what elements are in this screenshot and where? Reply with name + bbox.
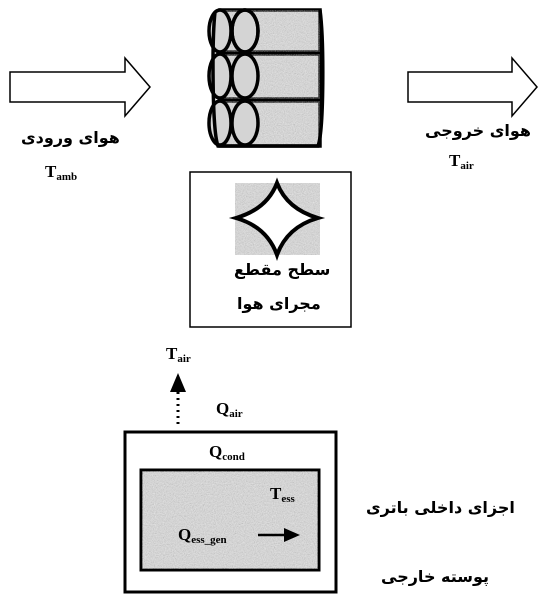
duct-section-subtitle: مجرای هوا [237,294,321,313]
outlet-label: هوای خروجی [425,121,531,140]
q-gen-label: Qess_gen [178,525,227,546]
q-cond-label: Qcond [209,442,245,463]
cell-stack [207,8,325,148]
t-ess-label: Tess [270,484,295,505]
t-air-arrowhead [170,373,186,392]
inlet-temp-label: Tamb [45,162,78,183]
outlet-temp-label: Tair [449,151,474,172]
duct-section-shape [228,177,326,261]
q-gen-arrowhead [284,528,300,542]
duct-section-title: سطح مقطع [234,260,331,279]
q-air-label: Qair [216,399,243,420]
inner-components-label: اجزای داخلی باتری [366,498,515,517]
outer-casing-label: پوسته خارجی [381,567,490,586]
inlet-arrow [9,55,151,119]
cell-row-middle [207,52,322,101]
inlet-label: هوای ورودی [21,128,120,147]
cell-row-bottom [207,99,322,148]
outlet-arrow [407,55,538,119]
t-air-label: Tair [166,344,191,365]
cell-row-top [207,8,322,54]
